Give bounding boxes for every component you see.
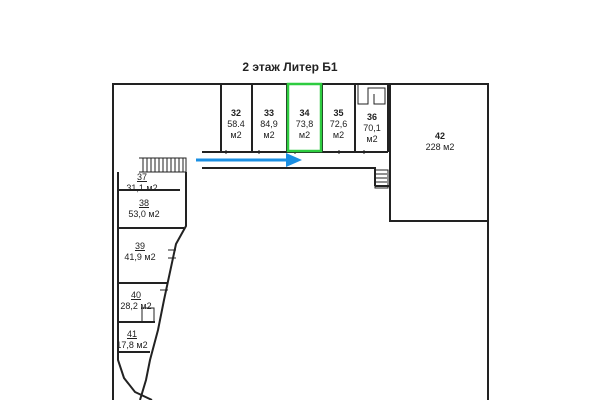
room-41: 41 17,8 м2	[114, 329, 150, 351]
room-37: 37 31,1 м2	[120, 172, 164, 194]
room-32-area: 58.4	[227, 119, 245, 129]
room-40: 40 28,2 м2	[118, 290, 154, 312]
outer-wall-left	[112, 83, 221, 400]
room-35: 35 72,6 м2	[323, 108, 354, 141]
room-42-area: 228 м2	[425, 142, 455, 152]
room-36-area: 70,1	[363, 123, 381, 133]
left-wing-inner	[139, 172, 187, 400]
room-34-unit: м2	[298, 130, 311, 140]
room-36-unit: м2	[366, 134, 378, 144]
room-42-outline	[389, 84, 488, 222]
room-39-area: 41,9 м2	[124, 252, 156, 262]
room-37-area: 31,1 м2	[126, 183, 158, 193]
room-35-number: 35	[333, 108, 344, 118]
room-33-unit: м2	[263, 130, 275, 140]
room-38: 38 53,0 м2	[120, 198, 168, 220]
room-32-number: 32	[230, 108, 241, 118]
outer-wall-top-right	[390, 83, 489, 400]
plan-title: 2 этаж Литер Б1	[242, 60, 338, 74]
room-33-area: 84,9	[260, 119, 278, 129]
room-38-area: 53,0 м2	[128, 209, 160, 219]
room-36-number: 36	[366, 112, 377, 122]
room-38-number: 38	[138, 198, 149, 208]
room-39-number: 39	[134, 241, 145, 251]
room-34: 34 73,8 м2	[289, 108, 320, 141]
room-34-number: 34	[299, 108, 310, 118]
room-41-number: 41	[126, 329, 137, 339]
room-32: 32 58.4 м2	[222, 108, 250, 141]
room-40-area: 28,2 м2	[120, 301, 152, 311]
room-32-unit: м2	[230, 130, 242, 140]
room-42-number: 42	[434, 131, 445, 141]
room-36: 36 70,1 м2	[357, 112, 387, 145]
room-42: 42 228 м2	[410, 131, 470, 153]
room-34-area: 73,8	[295, 119, 314, 129]
room-40-number: 40	[130, 290, 141, 300]
direction-arrow	[196, 153, 302, 167]
corridor-bottom-wall	[202, 167, 376, 186]
room-33-number: 33	[263, 108, 274, 118]
room-33: 33 84,9 м2	[253, 108, 285, 141]
room-41-area: 17,8 м2	[116, 340, 148, 350]
room-37-number: 37	[136, 172, 147, 182]
room-34-highlight	[286, 82, 323, 153]
room-39: 39 41,9 м2	[120, 241, 160, 263]
room-35-unit: м2	[332, 130, 345, 140]
room-35-area: 72,6	[329, 119, 348, 129]
